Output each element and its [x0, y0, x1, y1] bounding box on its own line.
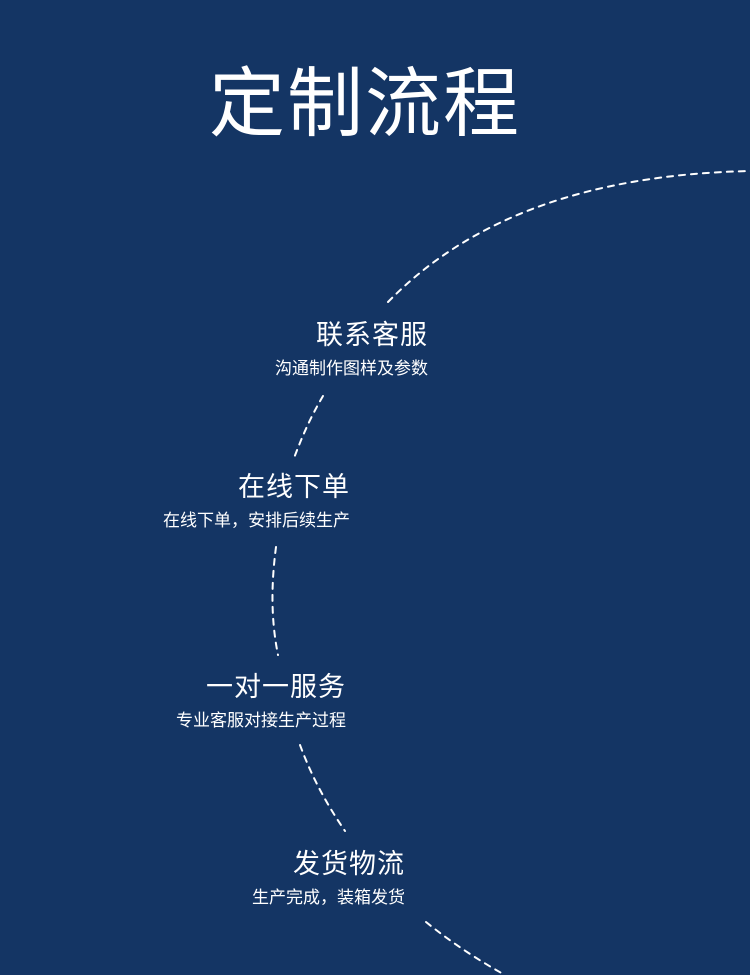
step-title: 联系客服 — [316, 320, 428, 351]
step-description: 专业客服对接生产过程 — [176, 711, 346, 731]
step-description: 沟通制作图样及参数 — [275, 359, 428, 379]
step-title: 发货物流 — [293, 849, 405, 880]
arc-segment-top — [387, 170, 750, 303]
arc-segment-lower — [299, 744, 346, 832]
step-description: 生产完成，装箱发货 — [252, 888, 405, 908]
process-step-online-order: 在线下单 在线下单，安排后续生产 — [163, 470, 350, 534]
step-title: 一对一服务 — [206, 672, 346, 703]
process-step-one-on-one-service: 一对一服务 专业客服对接生产过程 — [176, 670, 346, 734]
arc-segment-middle — [271, 546, 279, 656]
process-step-shipping-logistics: 发货物流 生产完成，装箱发货 — [252, 847, 405, 911]
arc-segment-upper — [293, 395, 324, 459]
arc-segment-bottom — [425, 921, 506, 975]
step-title: 在线下单 — [238, 472, 350, 503]
page-title: 定制流程 — [209, 59, 521, 148]
step-description: 在线下单，安排后续生产 — [163, 511, 350, 531]
process-step-contact-service: 联系客服 沟通制作图样及参数 — [275, 318, 428, 382]
